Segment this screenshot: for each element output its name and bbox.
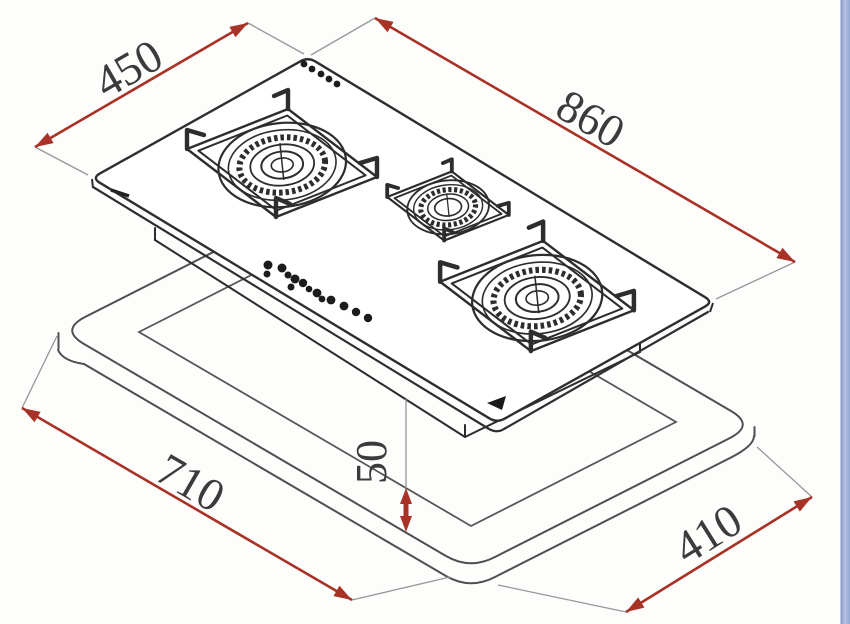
- dimension-410-label: 410: [665, 494, 751, 574]
- countertop-thickness-edge: [57, 349, 755, 585]
- brand-mark: [110, 188, 130, 198]
- dimension-860-label: 860: [548, 79, 633, 158]
- dimension-710-label: 710: [148, 443, 233, 522]
- dimension-arrows: [21, 16, 813, 614]
- control-knob-dots: [263, 260, 373, 323]
- page-border-accent: [840, 0, 850, 624]
- igniter-dot-row: [300, 60, 341, 88]
- edge-triangle-mark: [487, 396, 506, 410]
- dimension-50-arrow: [400, 488, 412, 532]
- dimension-410-arrow: [625, 495, 813, 614]
- extension-lines: [21, 17, 813, 613]
- glass-thickness-edge: [91, 185, 710, 433]
- dimension-450-arrow: [34, 21, 249, 149]
- dimension-860-arrow: [374, 16, 796, 264]
- burner-large-left: [184, 87, 380, 220]
- dimension-50-label: 50: [347, 440, 396, 484]
- dimension-450-label: 450: [86, 29, 171, 108]
- dimension-710-arrow: [21, 406, 353, 602]
- burner-large-right: [437, 219, 637, 354]
